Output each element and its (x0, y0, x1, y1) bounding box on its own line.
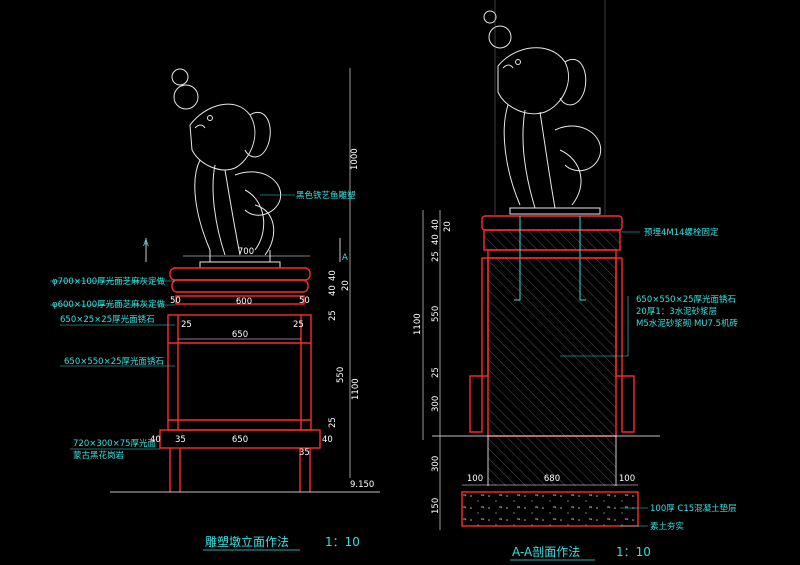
callout-rust-stone-section: 650×550×25厚光面锈石 (636, 294, 736, 305)
dim-50-left: 50 (170, 296, 181, 306)
dim-650-bottom: 650 (232, 435, 248, 445)
vdim-1100: 1100 (351, 378, 361, 400)
vdim-300a-s: 300 (431, 396, 441, 412)
callout-fish-sculpture: 黑色铁艺鱼雕塑 (296, 190, 356, 201)
dim-35-left: 35 (175, 435, 186, 445)
section-view: 100 680 100 20 40 40 25 550 1100 25 300 … (413, 0, 739, 561)
cap-stones-section (481, 215, 623, 259)
callout-rust-stone-25: 650×25×25厚光面锈石 (60, 314, 155, 325)
scale-elevation: 1：10 (325, 535, 360, 549)
elevation-mark: 9.150 (350, 480, 374, 490)
elevation-view: A A 700 600 50 50 25 25 650 (50, 68, 380, 551)
vdim-25a-s: 25 (431, 251, 441, 262)
callout-cap-700: φ700×100厚光面芝麻灰定做 (52, 276, 166, 287)
callout-cap-600: φ600×100厚光面芝麻灰定做 (52, 299, 166, 310)
callout-rust-stone-550: 650×550×25厚光面锈石 (64, 356, 164, 367)
callout-brick-masonry: M5水泥砂浆砌 MU7.5机砖 (636, 318, 739, 329)
vdim-40a-s: 40 (431, 219, 441, 230)
dim-600: 600 (236, 297, 252, 307)
vdim-20-s: 20 (443, 221, 453, 232)
dim-100-left: 100 (467, 474, 483, 484)
vdim-40b-s: 40 (431, 234, 441, 245)
callout-base-granite: 蒙古黑花岗岩 (73, 450, 125, 461)
dim-25-left: 25 (181, 320, 192, 330)
vdim-1000: 1000 (350, 148, 360, 170)
foundation-section (461, 436, 639, 527)
vdim-25b: 25 (328, 417, 338, 428)
dim-100-right: 100 (619, 474, 635, 484)
dim-650-top: 650 (232, 330, 248, 340)
vdim-20: 20 (341, 280, 351, 291)
dim-25-right: 25 (293, 320, 304, 330)
scale-section: 1：10 (616, 545, 651, 559)
callout-concrete-cushion: 100厚 C15混凝土垫层 (650, 503, 737, 514)
callout-compacted-soil: 素土夯实 (650, 521, 684, 532)
vdim-150-s: 150 (431, 498, 441, 514)
dim-40-left: 40 (150, 435, 161, 445)
vdim-40b: 40 (328, 270, 338, 281)
dim-680: 680 (544, 474, 560, 484)
section-marker-right: A (342, 253, 348, 263)
pedestal-body-elevation (167, 314, 312, 431)
base-stone-elevation (159, 429, 321, 492)
callout-mortar-layer: 20厚1：3水泥砂浆层 (636, 306, 717, 317)
vdim-40a: 40 (328, 285, 338, 296)
callout-anchor-bolts: 预埋4M14螺栓固定 (644, 227, 719, 238)
title-elevation: 雕塑墩立面作法 (205, 534, 289, 549)
cap-stones-elevation (169, 267, 311, 305)
vdim-550-s: 550 (431, 306, 441, 322)
dim-35-right: 35 (299, 448, 310, 458)
fish-sculpture-section (483, 0, 606, 215)
vdim-1100-s: 1100 (413, 313, 423, 335)
dim-700: 700 (238, 247, 254, 257)
title-section: A-A剖面作法 (512, 545, 580, 559)
vdim-550: 550 (336, 367, 346, 383)
dim-40-right: 40 (322, 435, 333, 445)
vdim-25b-s: 25 (431, 367, 441, 378)
callout-base-720: 720×300×75厚光面 (73, 438, 157, 449)
fish-sculpture-elevation (171, 68, 282, 269)
section-marker-left: A (143, 239, 149, 249)
vdim-300b-s: 300 (431, 456, 441, 472)
dim-50-right: 50 (299, 296, 310, 306)
vdim-25a: 25 (328, 310, 338, 321)
pedestal-body-section (469, 257, 635, 437)
